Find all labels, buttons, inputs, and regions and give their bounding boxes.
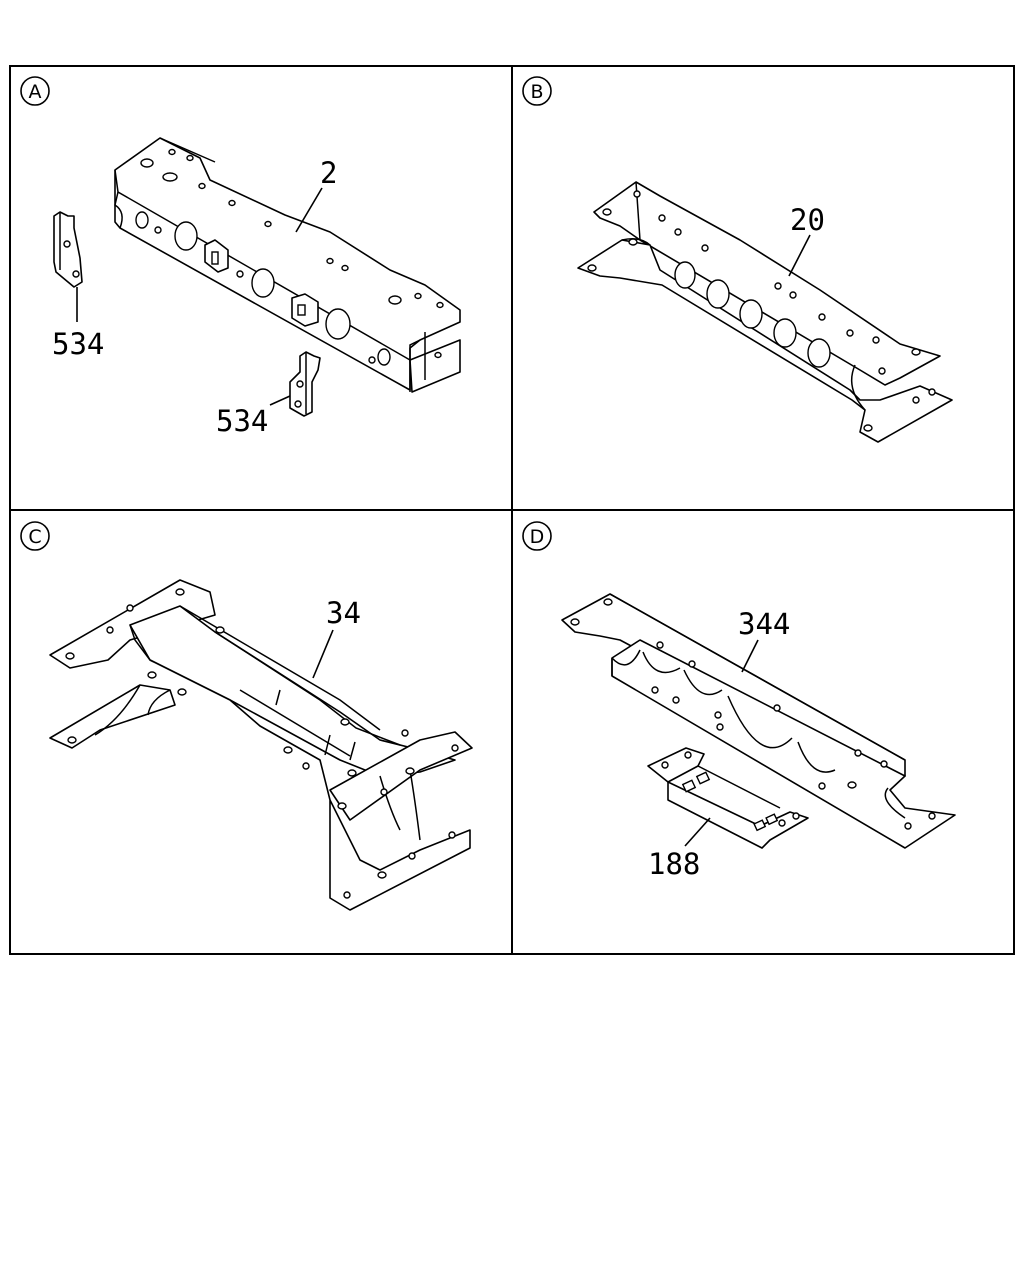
callout-344: 344 bbox=[738, 607, 790, 641]
panel-a: A bbox=[20, 76, 461, 438]
crossmember-20 bbox=[577, 181, 953, 443]
panel-b-badge: B bbox=[522, 76, 552, 106]
crossmember-344 bbox=[561, 593, 956, 849]
crossmember-2 bbox=[114, 137, 461, 393]
callout-534-left: 534 bbox=[52, 327, 104, 361]
panel-d-letter: D bbox=[530, 526, 545, 548]
callout-188: 188 bbox=[648, 847, 700, 881]
panel-b-letter: B bbox=[530, 81, 543, 103]
bracket-188 bbox=[647, 747, 809, 849]
panel-c-letter: C bbox=[28, 526, 41, 548]
panel-grid bbox=[9, 65, 1015, 955]
callout-20: 20 bbox=[790, 203, 825, 237]
crossmember-34 bbox=[49, 579, 473, 911]
bracket-534-left bbox=[53, 211, 83, 288]
callout-534-right: 534 bbox=[216, 404, 268, 438]
panel-a-letter: A bbox=[29, 81, 42, 103]
panel-b: B bbox=[522, 76, 953, 443]
panel-d: D bbox=[522, 521, 956, 881]
panel-c-badge: C bbox=[20, 521, 50, 551]
callout-34: 34 bbox=[326, 596, 361, 630]
panel-d-badge: D bbox=[522, 521, 552, 551]
panel-c: C bbox=[20, 521, 473, 911]
bracket-534-right bbox=[289, 351, 321, 417]
panel-a-badge: A bbox=[20, 76, 50, 106]
callout-2: 2 bbox=[320, 156, 337, 190]
